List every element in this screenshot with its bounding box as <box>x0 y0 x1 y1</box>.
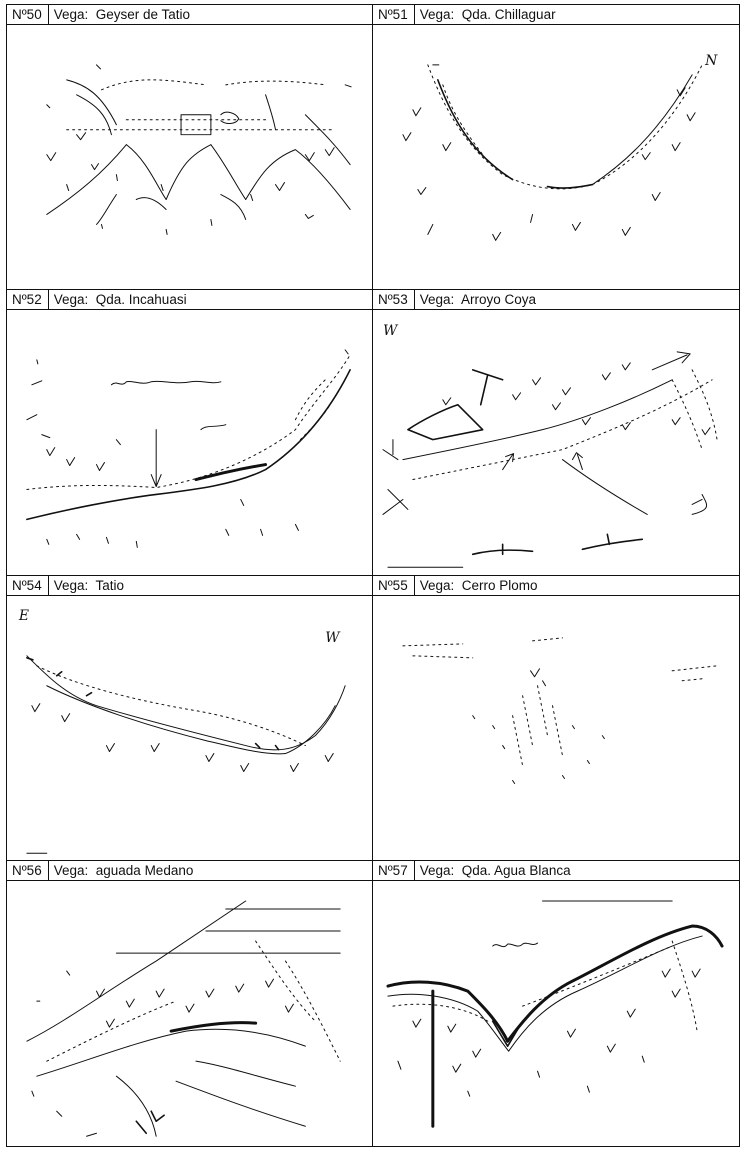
field-sketch: E W <box>7 596 372 860</box>
panel-header: Nº52 Vega: Qda. Incahuasi <box>7 290 372 311</box>
west-mark: W <box>383 323 399 339</box>
sketch-drawing: N <box>402 53 718 241</box>
panel-number: Nº54 <box>7 575 49 595</box>
panel-number: Nº50 <box>7 5 49 24</box>
vega-name: Qda. Chillaguar <box>461 7 556 22</box>
panel-header: Nº53 Vega: Arroyo Coya <box>373 290 739 311</box>
vega-name: Qda. Incahuasi <box>95 292 187 308</box>
panel-55: Nº55 Vega: Cerro Plomo <box>373 575 739 861</box>
vega-prefix: Vega: <box>53 577 89 593</box>
panel-title: Vega: Tatio <box>49 576 124 595</box>
panel-header: Nº54 Vega: Tatio <box>7 575 372 596</box>
sketch-drawing: E W <box>18 607 346 854</box>
vega-prefix: Vega: <box>53 862 89 878</box>
panel-grid: Nº50 Vega: Geyser de Tatio <box>7 5 739 1146</box>
field-sketch <box>373 881 739 1146</box>
panel-57: Nº57 Vega: Qda. Agua Blanca <box>373 860 739 1146</box>
vega-name: Tatio <box>95 577 125 593</box>
vega-prefix: Vega: <box>419 862 455 878</box>
panel-56: Nº56 Vega: aguada Medano <box>7 860 373 1146</box>
field-sketch <box>7 25 372 289</box>
vega-name: aguada Medano <box>95 862 194 878</box>
panel-title: Vega: Qda. Chillaguar <box>415 5 556 24</box>
panel-title: Vega: aguada Medano <box>49 861 194 880</box>
sketch-drawing <box>402 636 718 784</box>
vega-name: Qda. Agua Blanca <box>461 862 571 878</box>
field-sketch <box>7 881 372 1146</box>
panel-number: Nº56 <box>7 860 49 880</box>
vega-prefix: Vega: <box>419 577 455 593</box>
panel-51: Nº51 Vega: Qda. Chillaguar N <box>373 5 739 291</box>
panel-header: Nº50 Vega: Geyser de Tatio <box>7 5 372 25</box>
panel-header: Nº57 Vega: Qda. Agua Blanca <box>373 860 739 881</box>
panel-number: Nº53 <box>373 290 415 310</box>
panel-header: Nº51 Vega: Qda. Chillaguar <box>373 5 739 25</box>
vega-prefix: Vega: <box>419 7 455 22</box>
vega-prefix: Vega: <box>419 292 455 308</box>
sketch-drawing <box>26 349 351 549</box>
panel-title: Vega: Arroyo Coya <box>415 290 536 309</box>
panel-53: Nº53 Vega: Arroyo Coya W <box>373 290 739 576</box>
sketch-drawing <box>46 64 352 235</box>
panel-header: Nº56 Vega: aguada Medano <box>7 860 372 881</box>
field-sketch <box>373 596 739 860</box>
vega-prefix: Vega: <box>53 292 89 308</box>
vega-prefix: Vega: <box>53 7 89 22</box>
west-mark: W <box>325 629 341 645</box>
panel-number: Nº55 <box>373 575 415 595</box>
sketch-drawing <box>26 900 341 1137</box>
panel-number: Nº51 <box>373 5 415 24</box>
panel-52: Nº52 Vega: Qda. Incahuasi <box>7 290 373 576</box>
east-mark: E <box>18 607 29 623</box>
vega-name: Cerro Plomo <box>461 577 538 593</box>
panel-title: Vega: Qda. Agua Blanca <box>415 861 571 880</box>
panel-50: Nº50 Vega: Geyser de Tatio <box>7 5 373 291</box>
field-sketch: N <box>373 25 739 289</box>
field-sketch: W <box>373 310 739 574</box>
sketch-drawing: W <box>382 323 718 569</box>
field-sketch <box>7 310 372 574</box>
panel-title: Vega: Geyser de Tatio <box>49 5 190 24</box>
panel-number: Nº57 <box>373 860 415 880</box>
panel-54: Nº54 Vega: Tatio E W <box>7 575 373 861</box>
north-mark: N <box>704 53 718 69</box>
sketch-drawing <box>386 900 724 1128</box>
panel-title: Vega: Qda. Incahuasi <box>49 290 187 309</box>
vega-name: Geyser de Tatio <box>95 7 191 22</box>
vega-name: Arroyo Coya <box>461 292 537 308</box>
panel-header: Nº55 Vega: Cerro Plomo <box>373 575 739 596</box>
panel-number: Nº52 <box>7 290 49 310</box>
vega-sketch-sheet: Nº50 Vega: Geyser de Tatio <box>6 4 740 1147</box>
panel-title: Vega: Cerro Plomo <box>415 576 538 595</box>
